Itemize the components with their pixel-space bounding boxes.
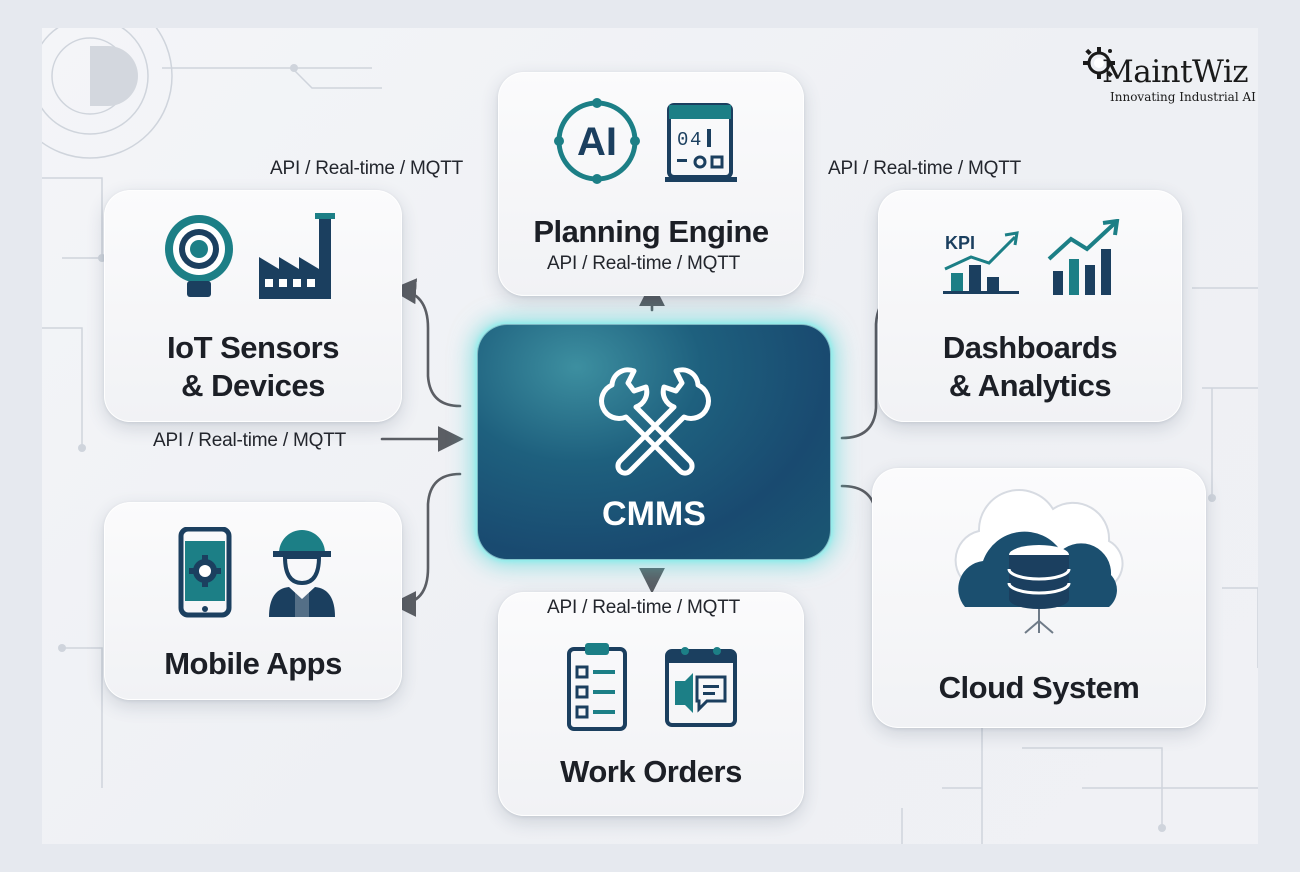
circuit-background — [42, 28, 1258, 844]
iot-title-line2: & Devices — [181, 368, 325, 403]
logo-name: MaintWiz — [1102, 54, 1249, 90]
calendar-schedule-icon: 0 4 — [665, 103, 737, 182]
cmms-label: CMMS — [602, 495, 706, 533]
card-cloud-system[interactable]: Cloud System — [872, 468, 1206, 728]
diagram-canvas: MaintWiz Innovating Industrial AI API / … — [42, 28, 1258, 844]
cloud-title: Cloud System — [938, 670, 1140, 705]
cloud-database-icon — [954, 489, 1124, 634]
ai-icon: AI — [554, 98, 640, 184]
card-dashboards[interactable]: KPI Dashboards & Analytics — [878, 190, 1182, 422]
svg-text:0: 0 — [677, 129, 688, 151]
cmms-hub[interactable]: CMMS — [477, 324, 831, 560]
card-iot-sensors[interactable]: IoT Sensors & Devices — [104, 190, 402, 422]
phone-gear-icon — [178, 527, 232, 618]
dashboards-title-line1: Dashboards — [942, 330, 1118, 365]
svg-text:4: 4 — [690, 129, 701, 151]
protocol-label-planning: API / Real-time / MQTT — [547, 253, 741, 274]
kpi-chart-icon: KPI — [943, 231, 1019, 294]
svg-text:KPI: KPI — [945, 233, 975, 253]
card-work-orders[interactable]: API / Real-time / MQTT Work Orders — [498, 592, 804, 816]
maintwiz-logo: MaintWiz Innovating Industrial AI — [1080, 38, 1258, 108]
factory-icon — [259, 213, 335, 299]
protocol-label-workorders: API / Real-time / MQTT — [547, 597, 741, 618]
protocol-label-top-right: API / Real-time / MQTT — [828, 158, 1022, 179]
background-logo-mark — [90, 46, 138, 106]
planning-title: Planning Engine — [533, 214, 769, 249]
workorders-title: Work Orders — [560, 754, 742, 789]
dashboards-title-line2: & Analytics — [948, 368, 1112, 403]
growth-chart-icon — [1047, 219, 1120, 295]
sensor-icon — [165, 215, 233, 297]
iot-title-line1: IoT Sensors — [167, 330, 339, 365]
svg-text:AI: AI — [577, 120, 617, 164]
checklist-icon — [567, 643, 627, 731]
mobile-title: Mobile Apps — [164, 646, 342, 681]
calendar-message-icon — [665, 647, 737, 727]
wrench-cross-icon — [599, 367, 711, 476]
protocol-label-left: API / Real-time / MQTT — [153, 430, 347, 451]
card-planning-engine[interactable]: AI 0 4 Planning Engine API / Real-time /… — [498, 72, 804, 296]
logo-tagline: Innovating Industrial AI — [1110, 90, 1256, 104]
technician-icon — [269, 530, 335, 617]
card-mobile-apps[interactable]: Mobile Apps — [104, 502, 402, 700]
protocol-label-top-left: API / Real-time / MQTT — [270, 158, 464, 179]
gear-logo-icon — [1083, 47, 1115, 79]
